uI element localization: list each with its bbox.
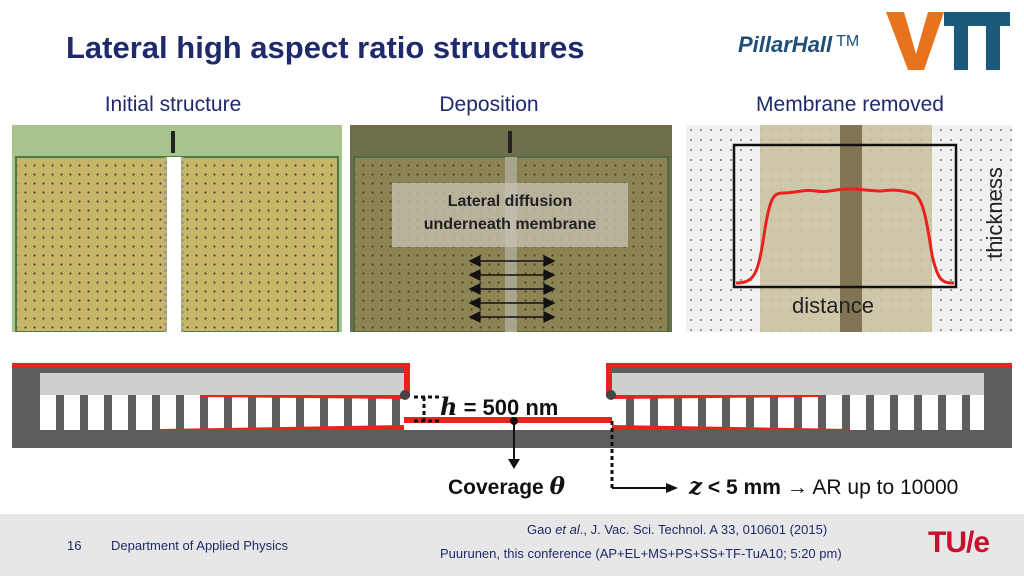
coverage-text: Coverage: [448, 476, 544, 499]
department-name: Department of Applied Physics: [111, 538, 289, 553]
z-value: < 5 mm: [707, 476, 781, 499]
gap-height-label: h = 500 nm: [440, 392, 558, 421]
slide-title: Lateral high aspect ratio structures: [66, 30, 585, 65]
vtt-logo: [886, 12, 1010, 70]
axis-label-distance: distance: [792, 293, 874, 318]
ref1-author: Gao: [527, 522, 556, 537]
cross-section-diagram: [12, 363, 1012, 493]
arrow-down-icon: [508, 459, 520, 469]
panel-caption-deposition: Deposition: [439, 93, 539, 116]
reference-puurunen: Puurunen, this conference (AP+EL+MS+PS+S…: [440, 546, 842, 561]
theta-symbol: θ: [549, 473, 565, 500]
z-symbol: z: [689, 473, 703, 500]
coverage-point: [510, 417, 518, 425]
h-value: = 500 nm: [463, 395, 559, 420]
h-symbol: h: [440, 392, 458, 421]
tue-logo: TU/e: [928, 526, 990, 559]
axis-label-thickness: thickness: [982, 167, 1007, 259]
ref1-citation: ., J. Vac. Sci. Technol. A 33, 010601 (2…: [579, 522, 828, 537]
lateral-diffusion-label: Lateral diffusion underneath membrane: [392, 183, 628, 247]
reference-gao: Gao et al., J. Vac. Sci. Technol. A 33, …: [527, 522, 827, 537]
page-number: 16: [67, 538, 82, 553]
aspect-ratio-text: AR up to 10000: [812, 476, 959, 499]
arrow-right-icon: [666, 483, 678, 493]
image-membrane-removed: [686, 125, 1012, 332]
image-deposition: Lateral diffusion underneath membrane: [350, 125, 672, 332]
panel-caption-membrane-removed: Membrane removed: [756, 93, 944, 116]
overlay-line-1: Lateral diffusion: [447, 193, 573, 210]
penetration-depth-label: z < 5 mm → AR up to 10000: [689, 473, 958, 500]
coverage-label: Coverage θ: [448, 473, 565, 500]
trademark-mark: TM: [836, 33, 860, 50]
panel-caption-initial: Initial structure: [104, 93, 242, 116]
pillarhall-text: PillarHall: [738, 32, 833, 57]
arrow-right-icon: →: [786, 476, 808, 499]
overlay-line-2: underneath membrane: [423, 216, 597, 233]
image-initial-structure: [12, 125, 342, 332]
ref1-etal: et al: [555, 522, 580, 537]
footer-bar: [0, 514, 1024, 576]
